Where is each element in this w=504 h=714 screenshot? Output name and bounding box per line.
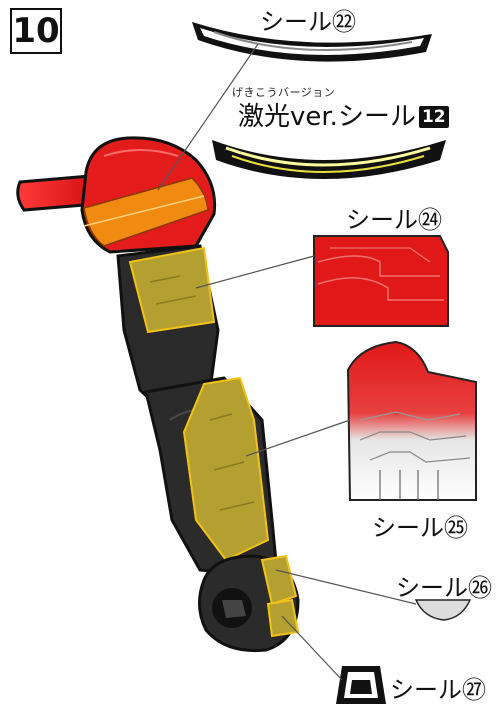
sticker-24-label: シール㉔ [346,206,442,234]
alt-sticker-shape [212,140,446,179]
arm-part [16,136,300,653]
alt-version-furigana: げきこうバージョン [232,86,336,99]
step-number: 10 [10,8,62,54]
sticker-25-label: シール㉕ [372,514,468,542]
leader-lines [157,43,417,681]
sheet-number-badge: 12 [418,106,449,128]
sticker-25-shape [346,340,477,501]
alt-version-title: 激光ver.シール [238,102,416,132]
sticker-22-label: シール㉒ [260,8,356,36]
sticker-24-shape [313,235,449,327]
sticker-27-label: シール㉗ [390,676,486,704]
sticker-27-shape [336,666,386,704]
sticker-26-label: シール㉖ [396,574,492,602]
sticker-26-shape [414,599,472,621]
